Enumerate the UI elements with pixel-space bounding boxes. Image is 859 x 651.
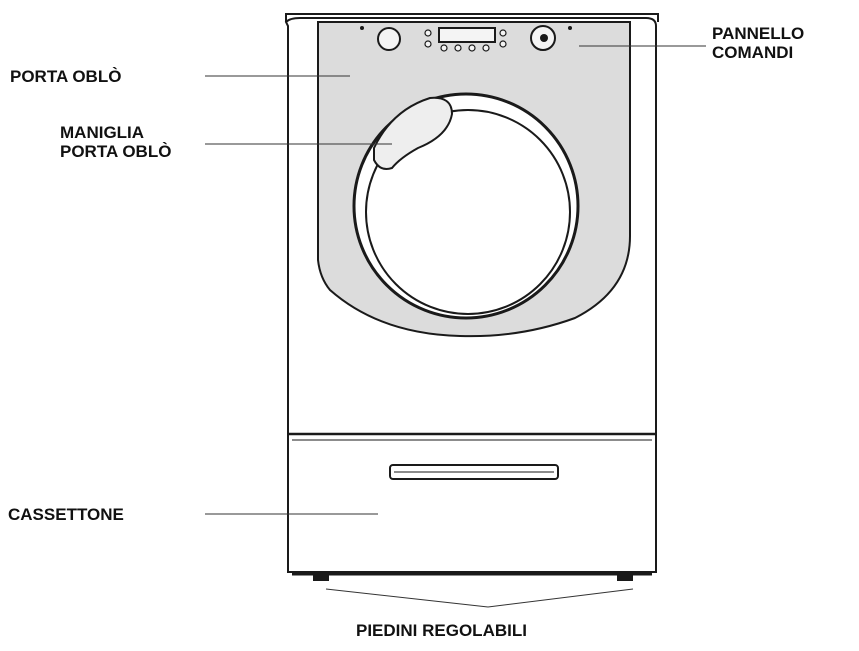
panel-button: [424, 40, 432, 48]
machine-top: [285, 13, 659, 22]
program-knob: [377, 27, 401, 51]
foot-right: [617, 573, 633, 581]
panel-button: [440, 44, 448, 52]
panel-button: [454, 44, 462, 52]
panel-button: [424, 29, 432, 37]
label-control-panel-line2: COMANDI: [712, 43, 793, 62]
leader-lines: [205, 45, 706, 608]
foot-left: [313, 573, 329, 581]
right-dial-center: [540, 34, 548, 42]
leader-foot-left: [325, 588, 489, 608]
door-handle: [373, 96, 454, 170]
panel-button: [468, 44, 476, 52]
panel-button: [482, 44, 490, 52]
door-glass: [365, 109, 571, 315]
label-control-panel-line1: PANNELLO: [712, 24, 804, 43]
panel-display: [438, 27, 496, 43]
label-feet: PIEDINI REGOLABILI: [356, 621, 527, 640]
panel-button: [499, 29, 507, 37]
label-drawer: CASSETTONE: [8, 505, 124, 524]
label-door-handle-line1: MANIGLIA: [60, 123, 144, 142]
label-door: PORTA OBLÒ: [10, 67, 121, 86]
leader-foot-right: [487, 588, 634, 608]
label-door-handle-line2: PORTA OBLÒ: [60, 142, 171, 161]
panel-button: [499, 40, 507, 48]
panel-led-left: [360, 26, 364, 30]
washing-machine: [284, 13, 659, 581]
panel-led-right: [568, 26, 572, 30]
labels: PANNELLO COMANDI PORTA OBLÒ MANIGLIA POR…: [8, 24, 804, 640]
